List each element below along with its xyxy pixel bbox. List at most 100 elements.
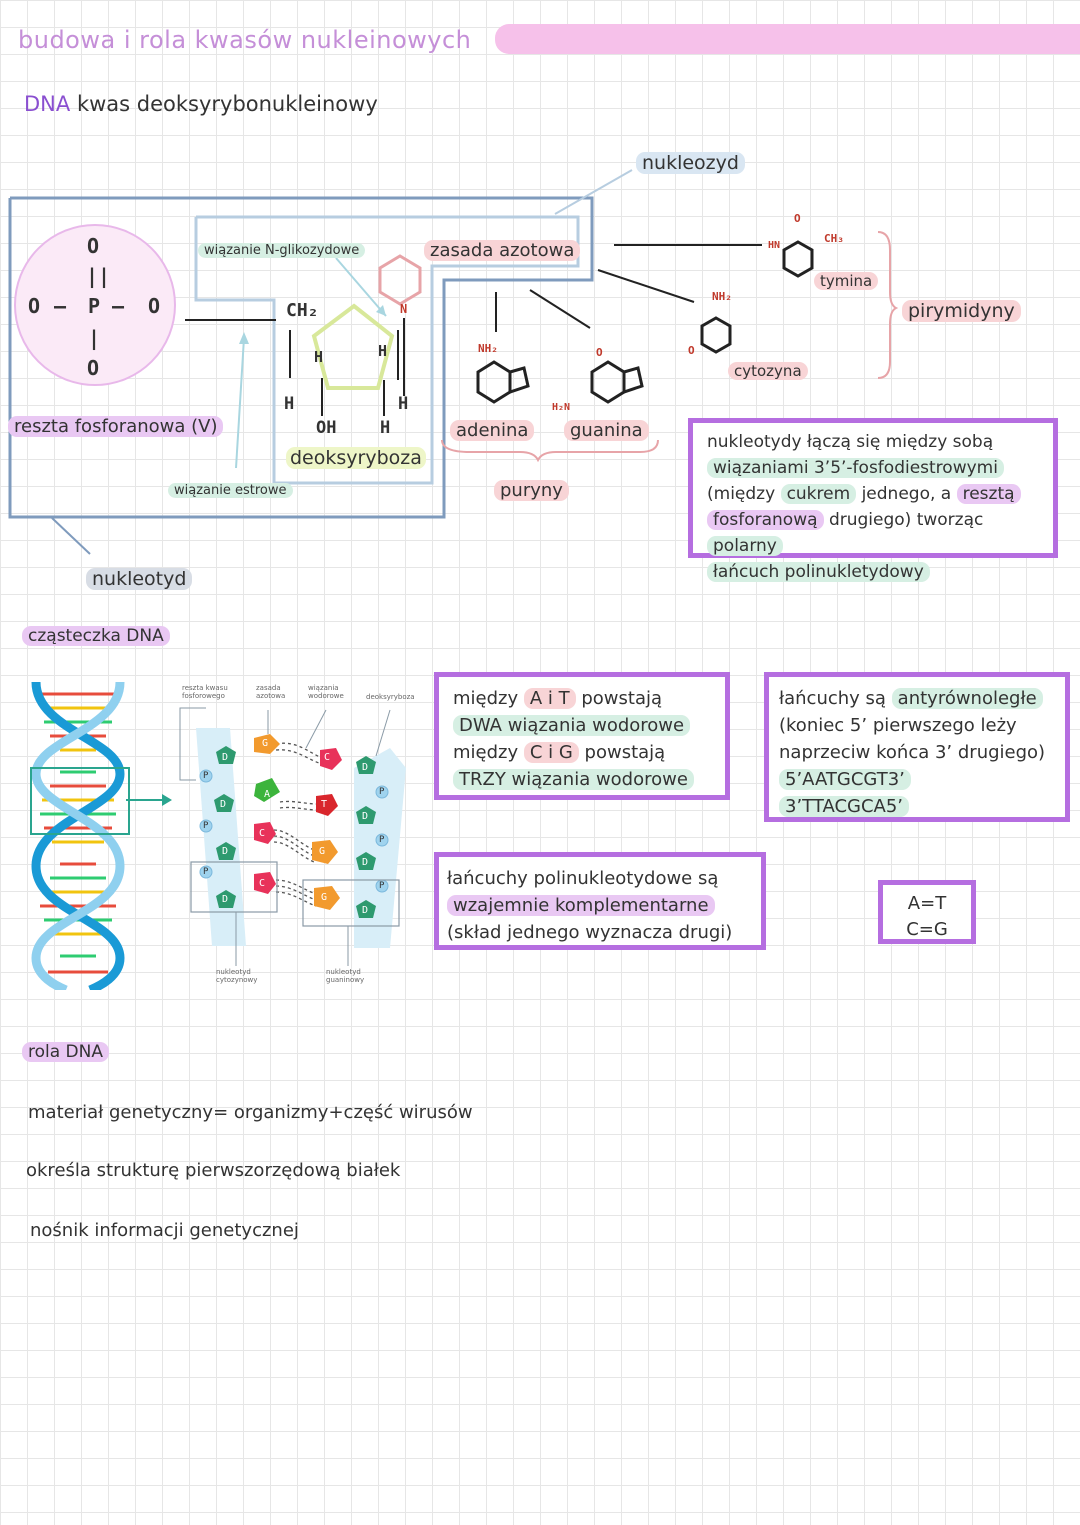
base-pairs-box: A=T C=G	[878, 880, 976, 944]
ester-bond-label: wiązanie estrowe	[168, 483, 293, 498]
page-title: budowa i rola kwasów nukleinowych	[18, 26, 472, 54]
mol-letter-p2: P	[203, 821, 209, 831]
sugar-h2: H	[378, 342, 388, 360]
adenine-nh2: NH₂	[478, 342, 498, 355]
cytosine-nh2: NH₂	[712, 290, 732, 303]
mol-letter-p4: P	[379, 787, 385, 797]
mol-label-sugar: deoksyryboza	[366, 693, 415, 701]
adenine-label: adenina	[450, 420, 535, 441]
nucleoside-outline	[194, 215, 580, 485]
purines-label: puryny	[494, 480, 569, 501]
note-line: między C i G powstają	[453, 742, 666, 763]
pair-cg: C=G	[906, 919, 948, 940]
note-line: 3’TTACGCA5’	[779, 793, 1055, 820]
title-banner	[495, 24, 1080, 54]
nitrogen-base-label: zasada azotowa	[424, 240, 581, 261]
mol-letter-d5: D	[362, 762, 369, 773]
zoom-box	[30, 767, 130, 835]
note-line: wzajemnie komplementarne	[447, 892, 753, 919]
mol-letter-p3: P	[203, 867, 209, 877]
zoom-arrow	[126, 794, 172, 806]
mol-letter-d4: D	[222, 894, 229, 905]
nucleotide-outline	[8, 196, 594, 519]
phosphate-dash-right: —	[112, 294, 125, 318]
sugar-ch2: CH₂	[286, 300, 319, 321]
mol-letter-d3: D	[222, 846, 229, 857]
mol-letter-p5: P	[379, 835, 385, 845]
mol-label-phosphate: reszta kwasu fosforowego	[182, 684, 228, 700]
note-line: (między cukrem jednego, a resztą	[707, 481, 1039, 507]
sugar-oh: OH	[316, 418, 337, 438]
pair-at: A=T	[907, 893, 947, 914]
mol-letter-a: A	[264, 789, 271, 800]
role-item: materiał genetyczny= organizmy+część wir…	[28, 1102, 473, 1123]
base-n-label: N	[400, 302, 408, 316]
phosphate-single-bond: |	[88, 326, 101, 350]
note-line: fosforanową drugiego) tworząc polarny	[707, 507, 1039, 559]
mol-letter-d1: D	[222, 752, 229, 763]
mol-letter-d7: D	[362, 857, 369, 868]
mol-letter-p6: P	[379, 881, 385, 891]
guanine-o: O	[596, 346, 603, 359]
role-heading: rola DNA	[22, 1042, 109, 1062]
dna-helix-illustration	[31, 681, 125, 990]
sugar-h1: H	[314, 348, 324, 366]
dna-strand-diagram	[179, 707, 406, 966]
note-line: TRZY wiązania wodorowe	[453, 766, 711, 793]
phosphate-o-bottom: O	[87, 356, 100, 380]
guanine-ring	[590, 360, 626, 404]
mol-letter-g3: G	[321, 892, 328, 903]
mol-letter-c2: C	[259, 878, 266, 889]
note-line: naprzeciw końca 3’ drugiego)	[779, 742, 1046, 763]
mol-letter-t: T	[321, 799, 328, 810]
mol-letter-p1: P	[203, 771, 209, 781]
nukleozyd-label: nukleozyd	[636, 152, 745, 174]
note-line: (koniec 5’ pierwszego leży	[779, 715, 1017, 736]
mol-label-nucleotide-c: nukleotyd cytozynowy	[216, 968, 258, 984]
sugar-h3: H	[284, 394, 295, 414]
hydrogen-bonds-note: między A i T powstają DWA wiązania wodor…	[434, 672, 730, 800]
thymine-ch3: CH₃	[824, 232, 844, 245]
mol-letter-g1: G	[262, 738, 269, 749]
note-line: nukleotydy łączą się między sobą	[707, 432, 994, 452]
mol-letter-d6: D	[362, 811, 369, 822]
phosphate-double-bond: ||	[86, 264, 111, 288]
cytosine-label: cytozyna	[728, 362, 808, 380]
mol-label-base: zasada azotowa	[256, 684, 286, 700]
complementary-note: łańcuchy polinukleotydowe są wzajemnie k…	[434, 852, 766, 950]
thymine-hn: HN	[768, 240, 781, 251]
adenine-ring	[476, 360, 512, 404]
sugar-h5: H	[380, 418, 391, 438]
nukleotyd-label: nukleotyd	[86, 568, 193, 590]
role-item: nośnik informacji genetycznej	[30, 1220, 299, 1241]
guanine-h2n: H₂N	[552, 402, 571, 413]
note-line: wiązaniami 3’5’-fosfodiestrowymi	[707, 455, 1039, 481]
dna-abbr: DNA	[24, 92, 71, 116]
phosphodiester-note: nukleotydy łączą się między sobą wiązani…	[688, 418, 1058, 582]
note-line: między A i T powstają	[453, 688, 663, 709]
phosphate-o-top: O	[87, 234, 100, 258]
phosphate-p: P	[88, 294, 101, 318]
mol-label-hbonds: wiązania wodorowe	[308, 684, 344, 700]
dna-full-name: kwas deoksyrybonukleinowy	[76, 92, 378, 116]
note-line: łańcuchy są antyrównoległe	[779, 685, 1055, 712]
base-hexagon	[378, 254, 422, 306]
mol-letter-g2: G	[319, 846, 326, 857]
thymine-ring	[782, 240, 814, 278]
thymine-o-top: O	[794, 212, 801, 225]
cytosine-o: O	[688, 344, 695, 357]
mol-letter-c1: C	[259, 828, 266, 839]
note-line: 5’AATGCGT3’	[779, 766, 1055, 793]
cytosine-ring	[700, 316, 732, 354]
role-item: określa strukturę pierwszorzędową białek	[26, 1160, 401, 1181]
glycosidic-bond-label: wiązanie N-glikozydowe	[198, 243, 366, 258]
dna-definition: DNA kwas deoksyrybonukleinowy	[24, 92, 378, 116]
deoxyribose-label: deoksyryboza	[286, 447, 426, 469]
sugar-ring	[311, 303, 395, 390]
thymine-label: tymina	[814, 272, 879, 290]
molecule-heading: cząsteczka DNA	[22, 626, 170, 646]
phosphate-o-right: O	[148, 294, 161, 318]
mol-label-nucleotide-g: nukleotyd guaninowy	[326, 968, 365, 984]
guanine-label: guanina	[564, 420, 649, 441]
antiparallel-note: łańcuchy są antyrównoległe (koniec 5’ pi…	[764, 672, 1070, 822]
